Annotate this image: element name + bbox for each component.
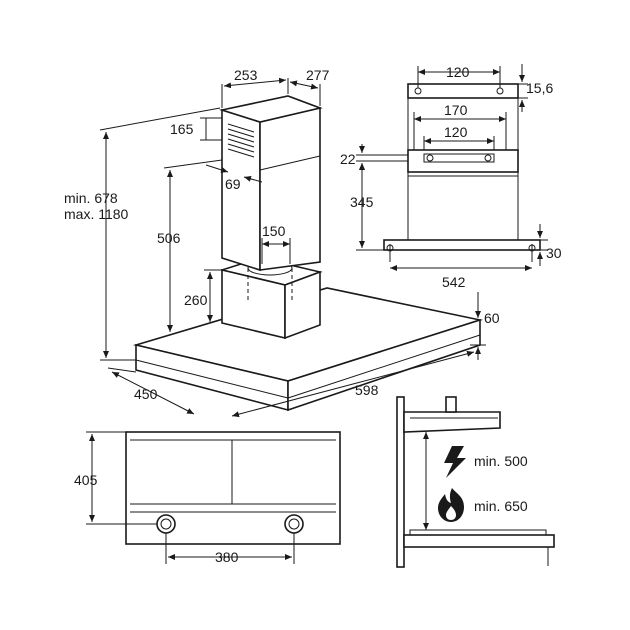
dim-motor-height: 260 bbox=[184, 292, 208, 308]
flame-icon bbox=[438, 488, 464, 522]
lightning-icon bbox=[444, 446, 466, 478]
dim-rail-inner: 120 bbox=[444, 124, 468, 140]
dim-min-height-line: min. 678 bbox=[64, 190, 118, 206]
isometric-view: 253 277 165 69 min. 678 max. 1180 506 15… bbox=[64, 67, 500, 418]
dim-hood-depth-edge: 60 bbox=[484, 310, 500, 326]
dim-bracket-height: 15,6 bbox=[526, 80, 553, 96]
hood-bottom-edge bbox=[383, 239, 541, 251]
chimney bbox=[218, 95, 323, 272]
dim-max-height-line: max. 1180 bbox=[64, 206, 129, 222]
dim-bracket-width: 120 bbox=[446, 64, 470, 80]
dim-knob-spacing: 380 bbox=[215, 549, 239, 565]
label-electric-min: min. 500 bbox=[474, 453, 528, 469]
dim-hood-depth: 450 bbox=[134, 386, 158, 402]
dim-chimney-offset: 165 bbox=[170, 121, 194, 137]
dim-chimney-side: 69 bbox=[225, 176, 241, 192]
motor-box bbox=[219, 257, 323, 340]
dim-front-height: 405 bbox=[74, 472, 98, 488]
label-gas-min: min. 650 bbox=[474, 498, 528, 514]
chimney-vent-slots bbox=[227, 123, 255, 158]
dim-bottom-height: 30 bbox=[546, 245, 562, 261]
dim-rail-offset: 22 bbox=[340, 151, 356, 167]
bracket-view: 120 15,6 170 120 22 345 bbox=[340, 64, 562, 290]
dim-hood-width: 598 bbox=[355, 382, 379, 398]
dim-rail-height: 345 bbox=[350, 194, 374, 210]
dim-chimney-width: 253 bbox=[234, 67, 258, 83]
dim-rail-width: 170 bbox=[444, 102, 468, 118]
hood-side-profile bbox=[403, 411, 501, 433]
cooktop bbox=[403, 534, 555, 548]
dim-chimney-depth: 277 bbox=[306, 67, 330, 83]
clearance-view: min. 500 min. 650 bbox=[396, 396, 555, 568]
wall-bracket bbox=[407, 83, 519, 99]
front-view: 405 380 bbox=[74, 431, 341, 565]
dim-height-506: 506 bbox=[157, 230, 181, 246]
dim-min-max-height: min. 678 max. 1180 bbox=[64, 190, 129, 222]
dim-duct-diameter: 150 bbox=[262, 223, 286, 239]
dim-hole-spacing: 542 bbox=[442, 274, 466, 290]
